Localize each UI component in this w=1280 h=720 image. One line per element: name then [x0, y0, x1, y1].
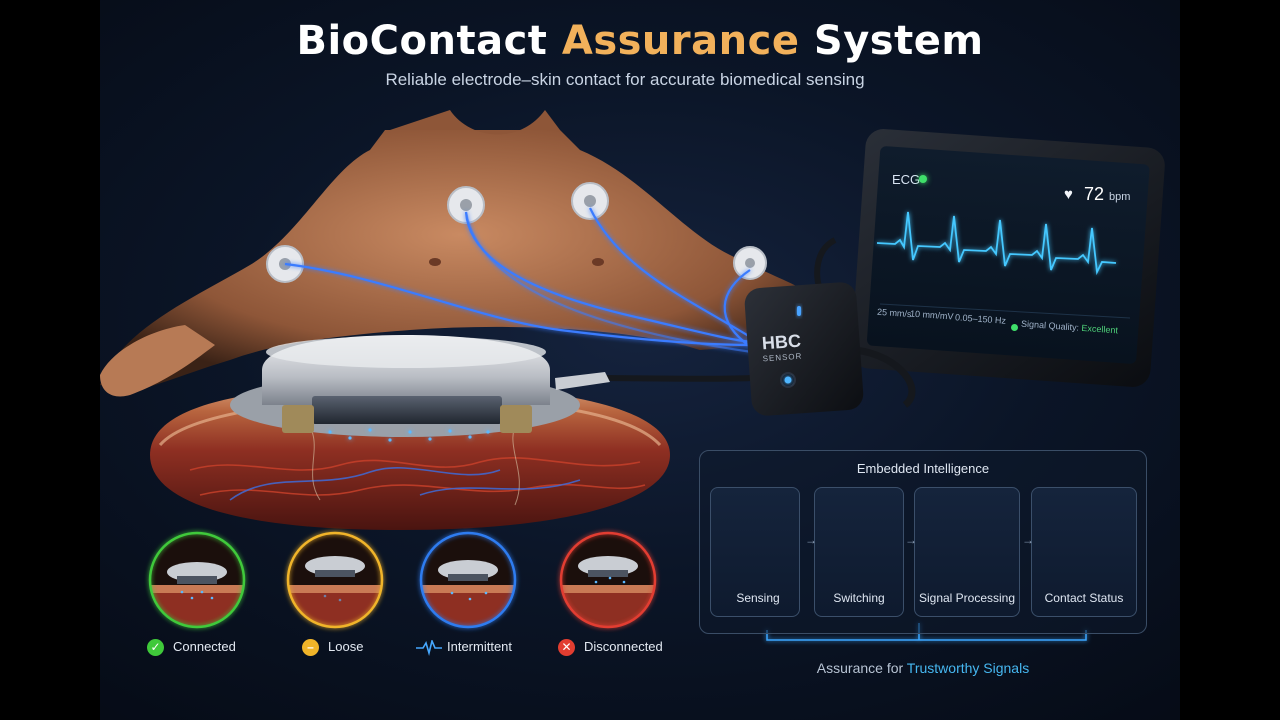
step-label-sensing: Sensing [736, 591, 780, 605]
minus-icon: – [302, 639, 319, 656]
title-main: BioContact [296, 18, 548, 64]
heart-rate-value: 72 [1084, 184, 1105, 204]
large-electrode [230, 335, 610, 442]
status-label-connected: Connected [173, 639, 236, 654]
contact-state-intermittent [419, 531, 517, 629]
heart-rate-unit: bpm [1109, 191, 1131, 203]
contact-state-disconnected [559, 531, 657, 629]
flow-arrow-icon: → [905, 533, 917, 547]
status-label-disconnected: Disconnected [584, 639, 663, 654]
heart-rate-readout: 72 bpm [1084, 184, 1130, 205]
flow-arrow-icon: → [1022, 533, 1034, 547]
signal-quality-dot [1011, 324, 1018, 331]
x-icon: ✕ [558, 639, 575, 656]
letterbox-right [1180, 0, 1280, 720]
contact-state-connected [148, 531, 246, 629]
status-label-intermittent: Intermittent [447, 639, 513, 654]
channel-active-dot [919, 175, 927, 183]
letterbox-left [0, 0, 100, 720]
card-switching [814, 487, 904, 617]
ecg-monitor [814, 129, 1165, 387]
tagline-highlight: Trustworthy Signals [906, 660, 1030, 676]
step-label-contact-status: Contact Status [1044, 591, 1124, 605]
contact-state-loose [286, 531, 384, 629]
card-signal-processing [914, 487, 1020, 617]
lead-wires [284, 207, 753, 354]
title-accent: Assurance [561, 18, 800, 64]
assurance-tagline: Assurance for Trustworthy Signals [699, 660, 1147, 676]
monitor-channel-label: ECG [892, 172, 921, 187]
card-contact-status [1031, 487, 1137, 617]
hbc-sensor-device [599, 282, 916, 416]
card-sensing [710, 487, 800, 617]
step-label-signal-processing: Signal Processing [918, 591, 1016, 605]
flow-arrow-icon: → [805, 533, 817, 547]
page-subtitle: Reliable electrode–skin contact for accu… [385, 70, 865, 89]
tagline-text: Assurance for [816, 660, 904, 676]
sensor-label: HBC SENSOR [751, 331, 813, 368]
title-end: System [813, 18, 984, 64]
heart-icon: ♥ [1064, 186, 1073, 203]
step-label-switching: Switching [833, 591, 885, 605]
patient-torso [100, 110, 820, 397]
status-label-loose: Loose [328, 639, 364, 654]
pulse-icon [416, 640, 442, 656]
page-title: BioContact Assurance System [0, 18, 1280, 64]
panel-title: Embedded Intelligence [856, 461, 990, 476]
check-icon: ✓ [147, 639, 164, 656]
